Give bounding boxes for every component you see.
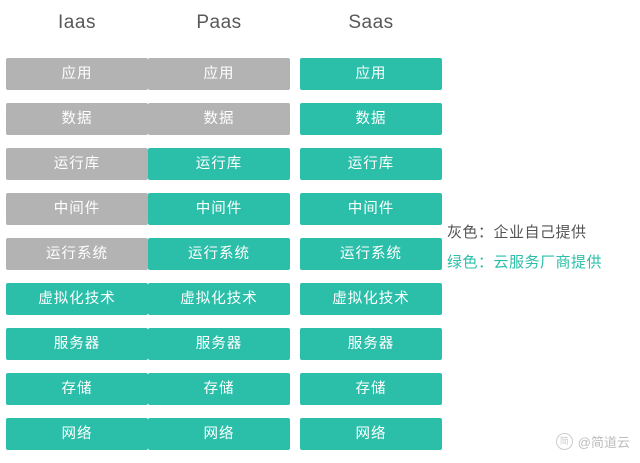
layer-cell: 中间件	[6, 193, 148, 225]
layer-cell: 存储	[300, 373, 442, 405]
legend-item-green: 绿色：云服务厂商提供	[447, 254, 603, 271]
legend-item-gray: 灰色：企业自己提供	[447, 224, 587, 241]
layer-cell: 存储	[148, 373, 290, 405]
column-cells-saas: 应用 数据 运行库 中间件 运行系统 虚拟化技术 服务器 存储 网络	[300, 58, 442, 450]
column-iaas: Iaas 应用 数据 运行库 中间件 运行系统 虚拟化技术 服务器 存储 网络	[6, 0, 148, 463]
layer-cell: 运行库	[6, 148, 148, 180]
layer-cell: 存储	[6, 373, 148, 405]
layer-cell: 运行库	[300, 148, 442, 180]
column-cells-iaas: 应用 数据 运行库 中间件 运行系统 虚拟化技术 服务器 存储 网络	[6, 58, 148, 450]
layer-cell: 虚拟化技术	[6, 283, 148, 315]
layer-cell: 服务器	[300, 328, 442, 360]
layer-cell: 运行系统	[6, 238, 148, 270]
layer-cell: 网络	[300, 418, 442, 450]
layer-cell: 虚拟化技术	[300, 283, 442, 315]
layer-cell: 中间件	[148, 193, 290, 225]
layer-cell: 应用	[148, 58, 290, 90]
layer-cell: 数据	[6, 103, 148, 135]
column-cells-paas: 应用 数据 运行库 中间件 运行系统 虚拟化技术 服务器 存储 网络	[148, 58, 290, 450]
layer-cell: 运行库	[148, 148, 290, 180]
column-title-paas: Paas	[196, 12, 242, 33]
layer-cell: 应用	[6, 58, 148, 90]
layer-cell: 服务器	[6, 328, 148, 360]
legend: 灰色：企业自己提供 绿色：云服务厂商提供	[447, 218, 637, 278]
watermark-badge-icon: 简	[555, 433, 573, 450]
layer-cell: 服务器	[148, 328, 290, 360]
layer-cell: 中间件	[300, 193, 442, 225]
column-title-iaas: Iaas	[58, 12, 96, 33]
layer-cell: 运行系统	[300, 238, 442, 270]
watermark: 简 @简道云	[555, 432, 630, 451]
layer-cell: 数据	[300, 103, 442, 135]
layer-cell: 应用	[300, 58, 442, 90]
column-saas: Saas 应用 数据 运行库 中间件 运行系统 虚拟化技术 服务器 存储 网络	[300, 0, 442, 463]
layer-cell: 网络	[6, 418, 148, 450]
column-paas: Paas 应用 数据 运行库 中间件 运行系统 虚拟化技术 服务器 存储 网络	[148, 0, 290, 463]
layer-cell: 网络	[148, 418, 290, 450]
column-title-saas: Saas	[348, 12, 394, 33]
layer-cell: 运行系统	[148, 238, 290, 270]
layer-cell: 虚拟化技术	[148, 283, 290, 315]
layer-cell: 数据	[148, 103, 290, 135]
watermark-text: @简道云	[577, 435, 630, 450]
